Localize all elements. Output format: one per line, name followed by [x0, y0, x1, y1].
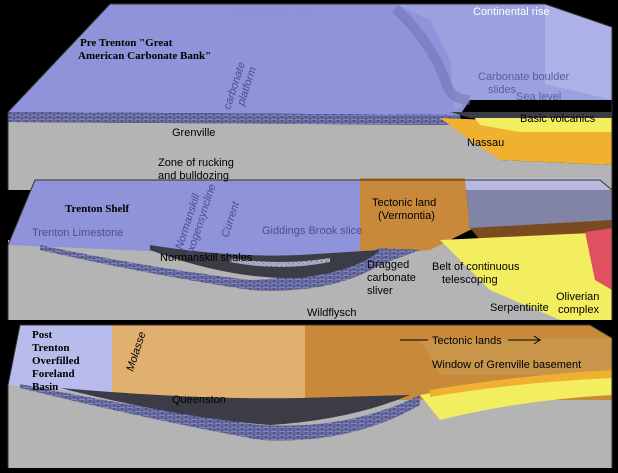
middle-trough-brick: [40, 245, 420, 291]
label-wildflysch: Wildflysch: [307, 307, 357, 319]
label-continental-rise: Continental rise: [473, 6, 549, 18]
label-tectonic-land-line1: Tectonic land: [372, 197, 436, 209]
middle-wildflysch: [230, 258, 330, 267]
bottom-orange-band: [430, 370, 612, 397]
top-block-outline: [7, 3, 613, 190]
label-sea-level: Sea level: [516, 91, 561, 103]
label-rucking-line2: and bulldozing: [158, 170, 229, 182]
top-block: Continental shelf Continental rise Pre T…: [7, 3, 613, 190]
top-carbonate-side: [8, 112, 462, 125]
label-trenton-limestone: Trenton Limestone: [32, 227, 123, 239]
middle-oliverian: [585, 228, 612, 290]
label-normanskill-shales: Normanskill shales: [160, 252, 253, 264]
label-dragged-line3: sliver: [367, 285, 393, 297]
label-window: Window of Grenville basement: [432, 359, 581, 371]
label-nassau: Nassau: [467, 137, 504, 149]
bottom-block-outline: [7, 324, 613, 468]
label-bank-line2: American Carbonate Bank": [78, 50, 211, 62]
label-basic-volcanics: Basic volcanics: [520, 113, 596, 125]
label-trenton-shelf: Trenton Shelf: [65, 203, 129, 215]
label-continental-shelf: Continental shelf: [232, 6, 315, 18]
bottom-window: [420, 338, 612, 375]
label-post-line5: Basin: [32, 381, 58, 393]
label-rucking-line1: Zone of rucking: [158, 157, 234, 169]
label-bank-line1: Pre Trenton "Great: [80, 37, 173, 49]
middle-shales: [150, 245, 380, 279]
bottom-molasse: [112, 325, 305, 400]
label-boulder-line2: slides: [488, 84, 517, 96]
label-serpentinite: Serpentinite: [490, 302, 549, 314]
label-dragged-line1: Dragged: [367, 259, 409, 271]
label-post-line2: Trenton: [32, 342, 70, 354]
top-dark-wedge: [450, 112, 612, 118]
label-boulder-line1: Carbonate boulder: [478, 71, 569, 83]
middle-water-right: [465, 178, 612, 230]
label-dragged-line2: carbonate: [367, 272, 416, 284]
middle-shelf-surface: [8, 180, 360, 260]
label-queenston: Queenston: [172, 394, 226, 406]
label-belt-line2: telescoping: [442, 274, 498, 286]
tectonic-lands-arrow: [400, 335, 542, 345]
label-grenville: Grenville: [172, 127, 215, 139]
label-giddings: Giddings Brook slice: [262, 225, 362, 237]
bottom-block: Post Trenton Overfilled Foreland Basin M…: [7, 324, 613, 468]
middle-block: Zone of rucking and bulldozing Trenton S…: [7, 157, 613, 320]
bottom-basin-water: [8, 325, 112, 395]
label-oliverian-line1: Oliverian: [556, 291, 599, 303]
bottom-dark-shale: [60, 388, 410, 425]
middle-volcanic-zone: [440, 232, 612, 320]
label-post-line3: Overfilled: [32, 355, 80, 367]
label-oliverian-line2: complex: [558, 304, 599, 316]
bottom-trough-brick: [20, 384, 420, 441]
label-tectonic-land-line2: (Vermontia): [378, 210, 435, 222]
label-post-line1: Post: [32, 329, 53, 341]
label-post-line4: Foreland: [32, 368, 75, 380]
middle-tectonic-land: [360, 178, 470, 255]
label-tectonic-lands: Tectonic lands: [432, 335, 502, 347]
top-slope-stipple: [391, 4, 471, 105]
label-belt-line1: Belt of continuous: [432, 261, 520, 273]
top-grenville-basement: [8, 122, 612, 190]
middle-block-outline: [7, 179, 613, 320]
top-water-box: [545, 4, 612, 100]
